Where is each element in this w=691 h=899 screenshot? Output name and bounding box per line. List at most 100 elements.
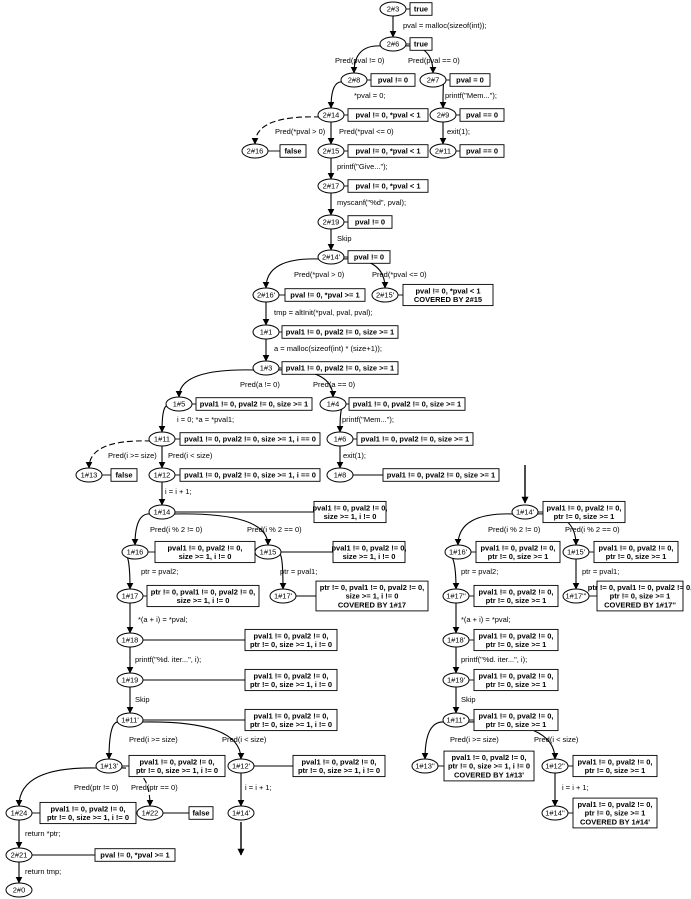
node-label: 2#19 (323, 218, 340, 227)
node-ellipse (252, 287, 280, 303)
predicate-box-1-6: pval1 != 0, pval2 != 0, size >= 1 (356, 432, 474, 446)
node-1-3: 1#3 (252, 360, 280, 376)
predicate-text: pval1 != 0, pval2 != 0, (478, 671, 553, 680)
predicate-box-frame (473, 584, 559, 608)
edge-label: i = i + 1; (562, 783, 589, 792)
predicate-box-frame (475, 540, 561, 564)
predicate-text: pval1 != 0, pval2 != 0, (139, 757, 214, 766)
predicate-box-frame (409, 37, 433, 51)
predicate-text: pval1 != 0, pval2 != 0, size >= 1, i == … (184, 435, 316, 444)
edge-label: myscanf("%d", pval); (337, 198, 406, 207)
edge-2-14-to-2-16 (251, 116, 321, 145)
predicate-box-1-18: pval1 != 0, pval2 != 0,ptr != 0, size >=… (244, 628, 338, 652)
node-r1-14b: 1#14'' (541, 805, 569, 821)
node-r1-19: 1#19' (442, 672, 470, 688)
predicate-box-r1-11: pval1 != 0, pval2 != 0,ptr != 0, size >=… (473, 708, 559, 732)
node-1-6: 1#6 (326, 431, 354, 447)
predicate-text: ptr != 0, size >= 1, i != 0 (47, 813, 129, 822)
predicate-text: size >= 1, i != 0 (179, 552, 232, 561)
predicate-text: pval1 != 0, pval2 != 0, (478, 711, 553, 720)
node-ellipse (326, 431, 354, 447)
predicate-box-frame (356, 432, 474, 446)
predicate-text: ptr != 0, size >= 1, i != 0 (298, 766, 380, 775)
predicate-box-1-17: ptr != 0, pval1 != 0, pval2 != 0,size >=… (146, 584, 260, 608)
predicate-box-frame (459, 144, 505, 158)
predicate-text: ptr != 0, pval1 != 0, pval2 != 0, (320, 583, 424, 592)
predicate-box-frame (347, 179, 429, 193)
edge-label: return *ptr; (25, 829, 60, 838)
node-ellipse (562, 588, 590, 604)
predicate-text: pval != 0, *pval >= 1 (290, 291, 359, 300)
node-ellipse (317, 143, 345, 159)
node-label: 1#14 (154, 508, 171, 517)
edge-label: Pred(i < size) (534, 735, 579, 744)
predicate-text: ptr != 0, size >= 1 (610, 592, 671, 601)
node-label: 1#3 (260, 364, 273, 373)
predicate-box-1-22: false (188, 806, 214, 820)
node-ellipse (252, 324, 280, 340)
edge-r1-14-to-r1-16 (454, 513, 515, 546)
node-ellipse (165, 396, 193, 412)
node-label: 2#15 (323, 147, 340, 156)
predicate-box-r1-16: pval1 != 0, pval2 != 0,ptr != 0, size >=… (475, 540, 561, 564)
node-label: 1#14' (516, 508, 535, 517)
predicate-text: pval != 0, *pval >= 1 (100, 851, 169, 860)
edge-1-11b-to-1-12b (140, 721, 245, 760)
predicate-text: COVERED BY 2#15 (414, 295, 482, 304)
predicate-box-frame (443, 750, 535, 782)
predicate-box-frame (409, 2, 433, 16)
predicate-text: pval1 != 0, pval2 != 0, size >= 1 (286, 364, 394, 373)
node-2-9: 2#9 (429, 107, 457, 123)
node-label: 1#18' (447, 636, 466, 645)
predicate-text: pval1 != 0, pval2 != 0, (253, 631, 328, 640)
node-2-11: 2#11 (429, 143, 457, 159)
node-ellipse (340, 72, 368, 88)
node-label: 1#12 (154, 471, 171, 480)
predicate-text: size >= 1, i != 0 (177, 596, 230, 605)
predicate-text: pval1 != 0, pval2 != 0, (598, 543, 673, 552)
edge-label: Pred(a != 0) (240, 380, 280, 389)
predicate-box-frame (179, 468, 321, 482)
predicate-box-2-19: pval != 0 (347, 215, 393, 229)
edge-label: Skip (337, 234, 352, 243)
predicate-box-1-12: pval1 != 0, pval2 != 0, size >= 1, i == … (179, 468, 321, 482)
node-label: 1#11 (154, 435, 170, 444)
node-1-19: 1#19 (116, 672, 144, 688)
node-2-16b: 2#16' (252, 287, 280, 303)
predicate-box-r1-14: pval1 != 0, pval2 != 0,ptr != 0, size >=… (542, 500, 626, 524)
node-1-12b: 1#12' (227, 758, 255, 774)
node-r1-17b: 1#17''' (562, 588, 590, 604)
node-ellipse (148, 467, 176, 483)
predicate-text: ptr != 0, size >= 1 (488, 552, 549, 561)
predicate-box-frame (292, 754, 386, 778)
predicate-box-frame (347, 144, 429, 158)
predicate-box-2-11: pval == 0 (459, 144, 505, 158)
node-r1-18: 1#18' (442, 632, 470, 648)
node-label: 1#11'' (447, 716, 467, 725)
predicate-box-2-14: pval != 0, *pval < 1 (347, 108, 429, 122)
edge-label: Skip (461, 695, 476, 704)
predicate-box-2-8: pval != 0 (370, 73, 416, 87)
node-2-15: 2#15 (317, 143, 345, 159)
predicate-text: ptr != 0, size >= 1, i != 0 (250, 680, 332, 689)
edge-2-6-to-2-7 (403, 45, 437, 74)
predicate-text: ptr != 0, size >= 1 (585, 766, 646, 775)
edge-label: Pred(ptr != 0) (74, 783, 119, 792)
node-ellipse (317, 214, 345, 230)
predicate-links-layer (32, 8, 597, 856)
predicate-box-1-3: pval1 != 0, pval2 != 0, size >= 1 (281, 361, 399, 375)
edge-label: i = i + 1; (165, 487, 192, 496)
predicate-box-frame (94, 848, 176, 862)
node-1-11: 1#11 (148, 431, 176, 447)
predicate-text: ptr != 0, size >= 1, i != 0 (250, 640, 332, 649)
predicate-text: pval1 != 0, pval2 != 0, (577, 757, 652, 766)
node-ellipse (442, 672, 470, 688)
predicate-box-frame (332, 540, 406, 564)
node-ellipse (148, 431, 176, 447)
node-label: 1#15 (260, 548, 277, 557)
predicate-text: ptr != 0, size >= 1, i != 0 (448, 762, 530, 771)
predicate-text: ptr != 0, pval1 != 0, pval2 != 0, (588, 583, 691, 592)
edge-label: Pred(*pval <= 0) (339, 127, 394, 136)
node-label: 1#5 (173, 400, 186, 409)
